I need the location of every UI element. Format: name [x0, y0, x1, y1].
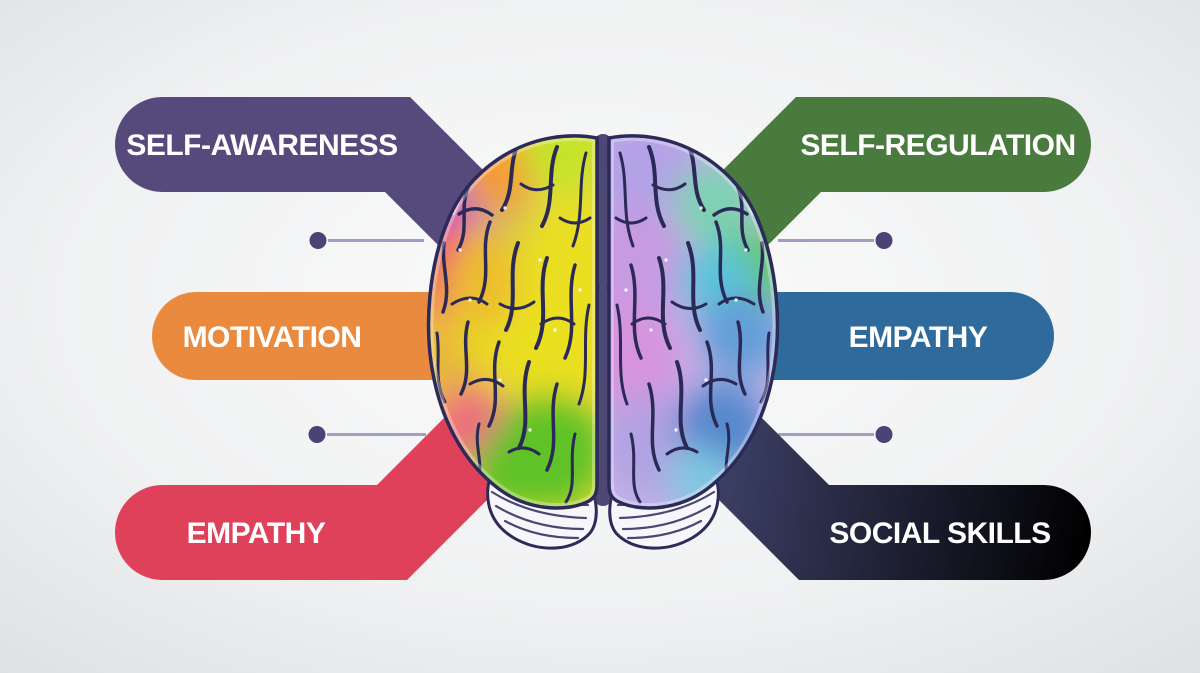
label-text-empathy-right: EMPATHY — [849, 321, 988, 354]
connector-dot-bottom-left — [308, 426, 326, 443]
label-text-empathy-left: EMPATHY — [187, 517, 326, 550]
label-text-motivation: MOTIVATION — [183, 321, 362, 354]
label-text-social-skills: SOCIAL SKILLS — [829, 517, 1050, 550]
label-pill-motivation — [152, 292, 500, 380]
connector-dot-top-right — [875, 232, 893, 249]
label-text-self-awareness: SELF-AWARENESS — [126, 129, 397, 162]
label-pill-social-skills — [629, 315, 1091, 580]
label-pill-empathy-right — [700, 292, 1054, 380]
labels: SELF-AWARENESS SELF-REGULATION MOTIVATIO… — [115, 97, 1091, 580]
label-pill-empathy-left — [115, 315, 577, 580]
connector-dot-bottom-right — [875, 426, 893, 443]
connector-dot-top-left — [309, 232, 327, 249]
label-text-self-regulation: SELF-REGULATION — [800, 129, 1075, 162]
human-brain-top-view-illustration — [426, 134, 780, 550]
label-pill-self-regulation — [606, 97, 1091, 382]
brain-left-hemisphere — [428, 135, 597, 509]
connectors — [308, 232, 893, 443]
label-pill-self-awareness — [115, 97, 600, 382]
